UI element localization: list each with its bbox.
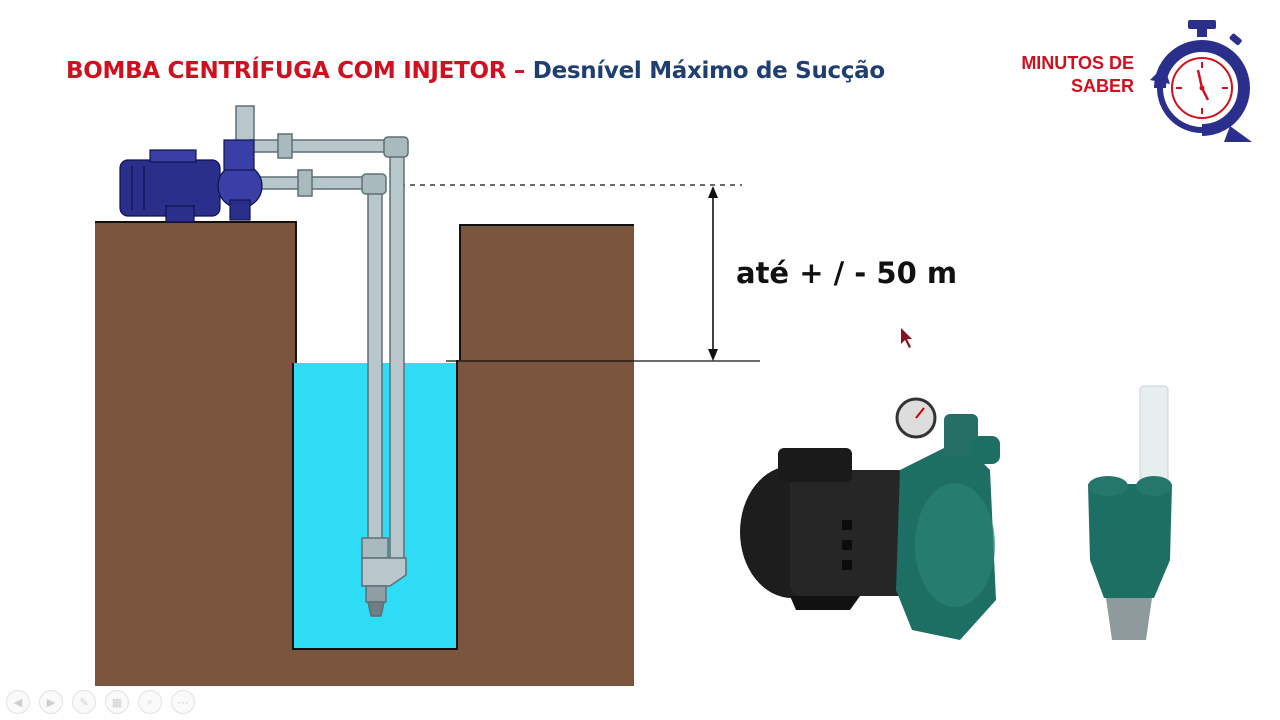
- pipes: [235, 105, 409, 571]
- centrifugal-pump-photo: [740, 397, 1000, 640]
- brand-name: MINUTOS DE SABER: [1021, 52, 1134, 98]
- cursor-icon: [901, 328, 912, 348]
- slide-toolbar: ◀ ▶ ✎ ▦ ⌕ ⋯: [6, 690, 195, 714]
- page-title: BOMBA CENTRÍFUGA COM INJETOR – Desnível …: [66, 58, 885, 84]
- slides-icon[interactable]: ▦: [105, 690, 129, 714]
- next-icon[interactable]: ▶: [39, 690, 63, 714]
- pen-icon[interactable]: ✎: [72, 690, 96, 714]
- brand-line-1: MINUTOS DE: [1021, 53, 1134, 73]
- title-main: BOMBA CENTRÍFUGA COM INJETOR: [66, 58, 507, 84]
- more-icon[interactable]: ⋯: [171, 690, 195, 714]
- title-sub: Desnível Máximo de Sucção: [532, 58, 885, 84]
- prev-icon[interactable]: ◀: [6, 690, 30, 714]
- stopwatch-logo-icon: [1150, 20, 1252, 142]
- height-label: até + / - 50 m: [736, 256, 958, 290]
- injector: [361, 537, 407, 617]
- motor-pump: [119, 139, 263, 223]
- zoom-icon[interactable]: ⌕: [138, 690, 162, 714]
- title-separator: –: [513, 58, 526, 84]
- soil-ground: [95, 222, 634, 686]
- injector-photo: [1088, 385, 1172, 640]
- brand-line-2: SABER: [1070, 76, 1134, 96]
